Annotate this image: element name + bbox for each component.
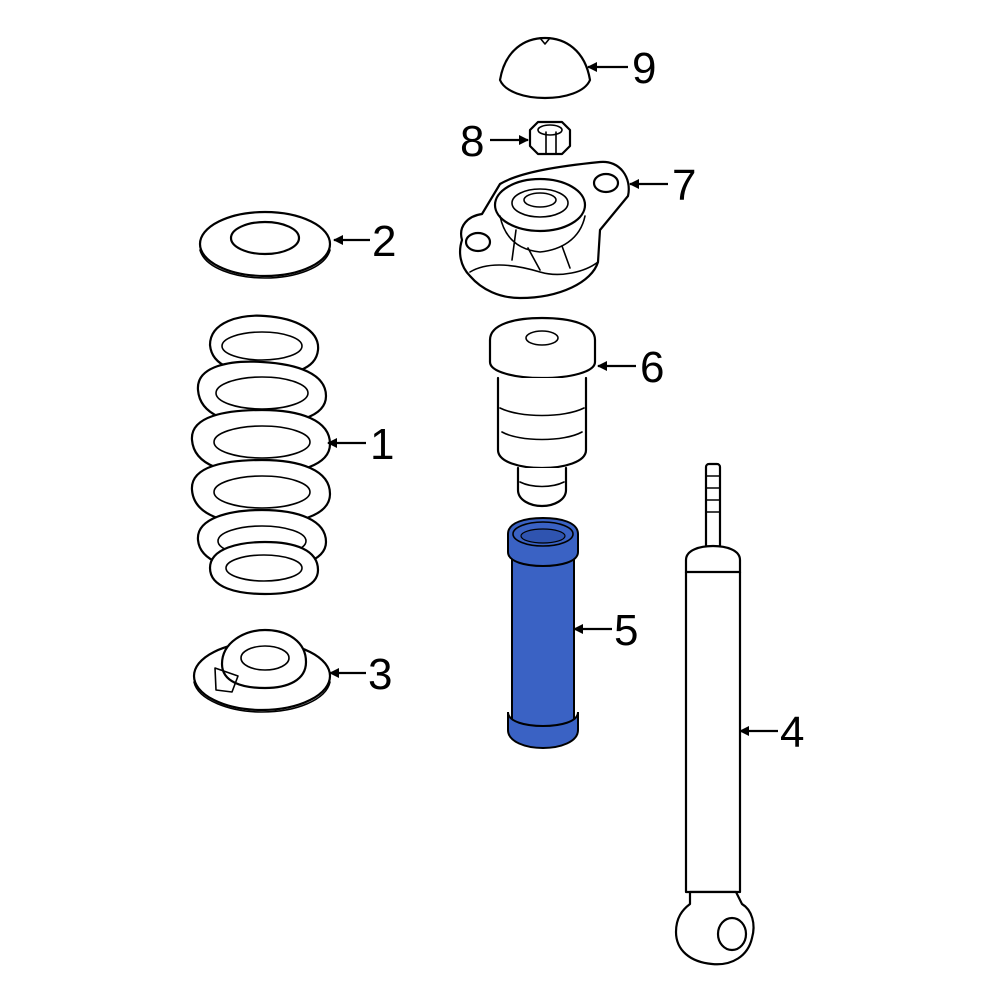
callout-label-7: 7 [672,161,696,210]
callout-3: 3 [329,650,392,699]
callout-label-2: 2 [372,217,396,266]
part-6-bump-stop[interactable] [488,316,597,508]
callout-label-4: 4 [780,708,804,757]
callout-8: 8 [460,117,529,166]
callout-7: 7 [629,161,696,210]
callout-label-9: 9 [632,44,656,93]
part-2-upper-spring-seat[interactable] [198,210,332,279]
callout-9: 9 [587,44,656,93]
callout-label-3: 3 [368,650,392,699]
part-5-dust-boot[interactable] [507,516,579,750]
part-4-shock-absorber[interactable] [674,462,755,966]
callout-1: 1 [327,420,394,469]
part-1-coil-spring[interactable] [190,314,332,596]
callout-4: 4 [739,708,804,757]
callout-6: 6 [597,343,664,392]
callout-label-1: 1 [370,420,394,469]
part-7-strut-mount[interactable] [459,160,630,300]
part-3-lower-spring-seat[interactable] [192,628,332,713]
callout-2: 2 [333,217,396,266]
callout-5: 5 [573,606,638,655]
callout-label-6: 6 [640,343,664,392]
callout-label-5: 5 [614,606,638,655]
part-8-nut[interactable] [528,120,572,156]
callout-label-8: 8 [460,117,484,166]
part-9-dust-cap[interactable] [498,36,592,100]
